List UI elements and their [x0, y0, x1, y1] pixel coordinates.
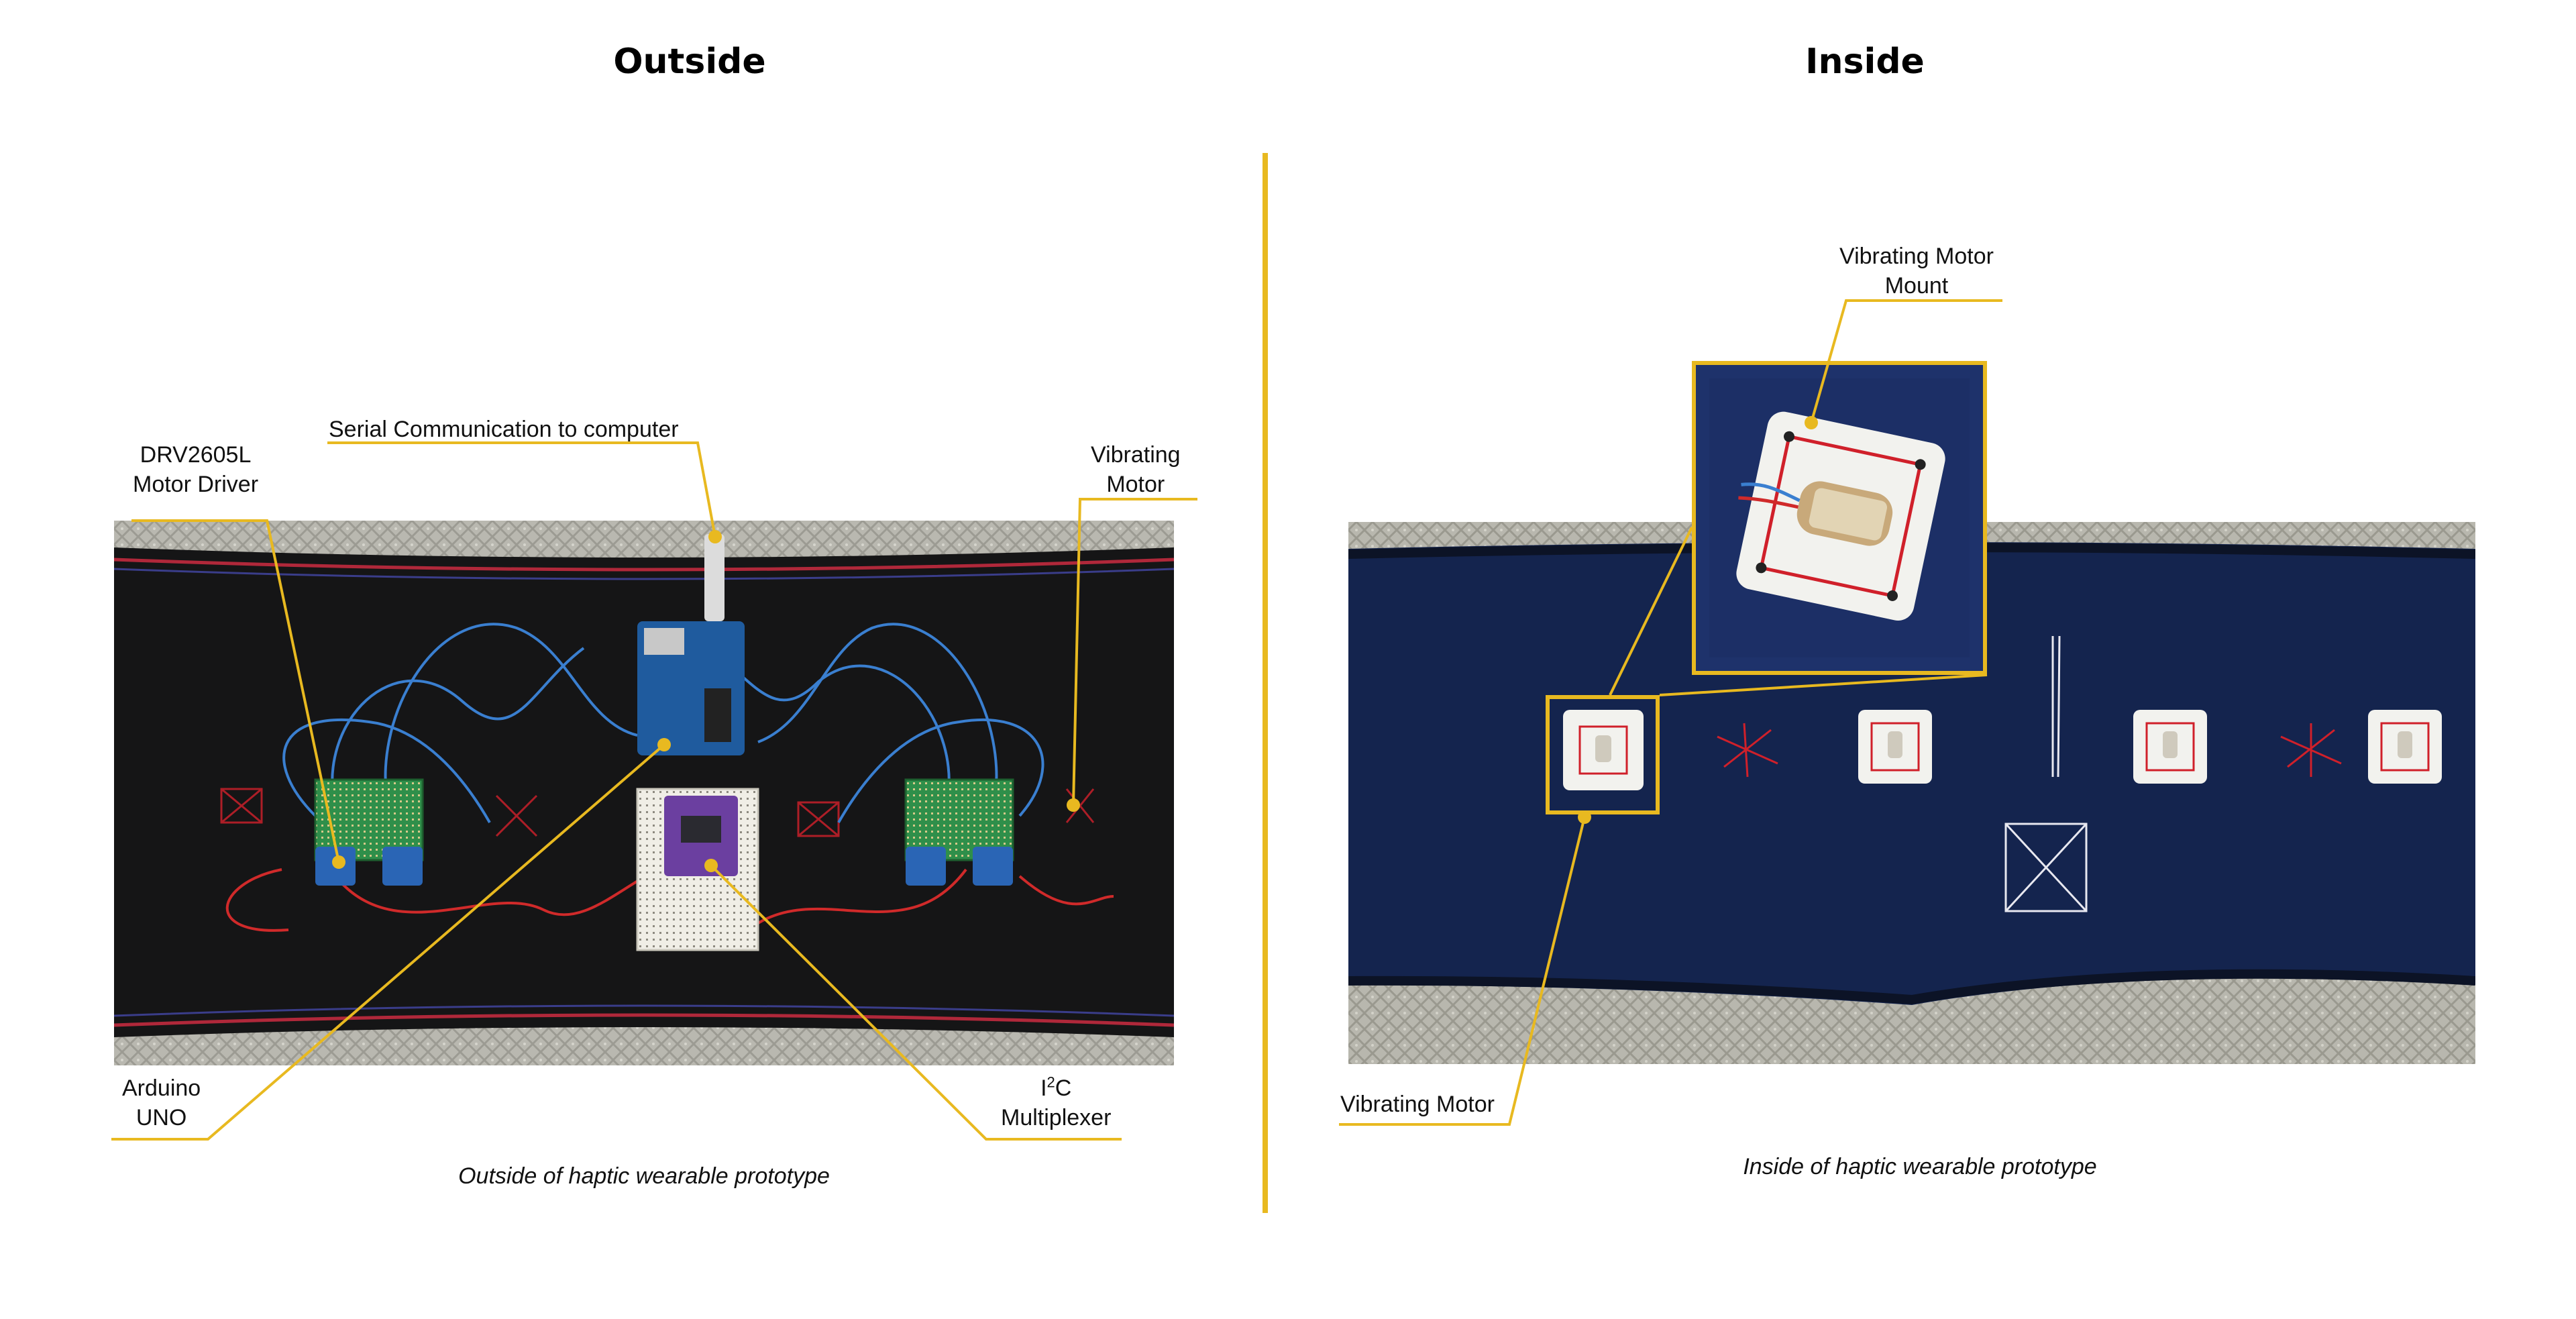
outside-photo-drawing	[114, 521, 1174, 1065]
inside-title: Inside	[1805, 42, 1925, 82]
mux-label-prefix: I	[1040, 1075, 1047, 1101]
center-divider	[1263, 153, 1268, 1213]
mount-label: Vibrating Motor Mount	[1839, 244, 1994, 299]
driver-label: DRV2605L Motor Driver	[133, 442, 259, 497]
arduino-label: Arduino UNO	[122, 1075, 201, 1130]
motor-highlight-box	[1546, 695, 1660, 814]
mux-label: I2C Multiplexer	[1001, 1073, 1111, 1132]
outside-caption: Outside of haptic wearable prototype	[458, 1163, 830, 1189]
mux-label-rest: C Multiplexer	[1001, 1075, 1112, 1130]
inside-vibrating-motor-label: Vibrating Motor	[1340, 1092, 1495, 1117]
mux-label-superscript: 2	[1046, 1073, 1055, 1091]
outside-title: Outside	[613, 42, 766, 82]
serial-label: Serial Communication to computer	[329, 417, 679, 442]
inside-caption: Inside of haptic wearable prototype	[1743, 1154, 2097, 1179]
motor-mount-inset-drawing	[1696, 365, 1983, 671]
outside-photo	[114, 521, 1174, 1065]
motor-mount-inset	[1692, 361, 1987, 675]
outside-vibrating-motor-label: Vibrating Motor	[1091, 442, 1181, 497]
